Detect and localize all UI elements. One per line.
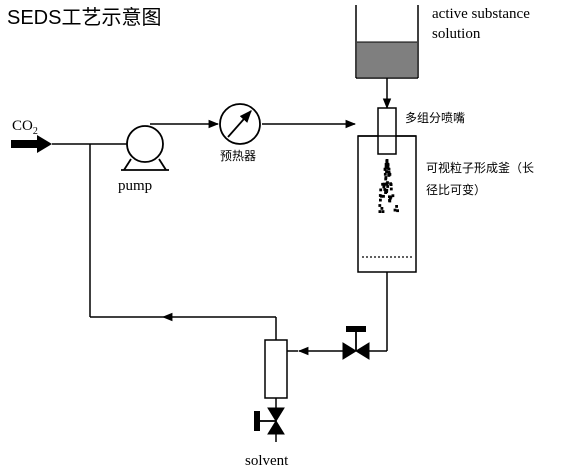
spray-particle — [383, 188, 387, 191]
spray-particle — [388, 173, 392, 176]
pump-icon — [121, 125, 169, 171]
spray-particle — [380, 207, 384, 210]
solvent-valve-icon — [254, 407, 285, 435]
spray-particle — [384, 177, 388, 181]
active-substance-label: active substance — [432, 6, 530, 22]
spray-particle — [378, 204, 382, 207]
spray-particle — [386, 165, 390, 169]
spray-particle — [380, 194, 383, 198]
spray-particle — [384, 182, 388, 186]
co2-subscript: 2 — [32, 126, 38, 137]
spray-particle — [379, 188, 383, 192]
spray-particle — [383, 172, 387, 176]
spray-particle — [387, 171, 391, 174]
spray-particle — [396, 209, 399, 213]
nozzle-label: 多组分喷嘴 — [405, 111, 466, 125]
co2-base-text: CO — [12, 118, 33, 134]
solution-fill — [357, 42, 417, 77]
spray-particle — [391, 194, 395, 198]
spray-particle — [388, 199, 391, 202]
spray-particle — [381, 182, 384, 186]
co2-label: CO2 — [12, 118, 38, 138]
spray-particle — [382, 194, 385, 198]
spray-particle — [389, 183, 393, 186]
spray-particle — [393, 208, 397, 212]
spray-particles — [378, 159, 399, 213]
spray-particle — [385, 190, 388, 194]
pump-label: pump — [118, 178, 153, 194]
spray-particle — [384, 163, 388, 166]
vessel-label-line1: 可视粒子形成釜（长 — [426, 161, 535, 175]
preheater-label: 预热器 — [220, 149, 257, 163]
spray-particle — [385, 170, 388, 173]
vessel-outlet-line — [369, 272, 388, 352]
spray-particle — [382, 185, 386, 189]
spray-particle — [378, 210, 382, 213]
spray-particle — [389, 187, 393, 191]
preheater-gauge-icon — [219, 103, 261, 145]
spray-particle — [395, 205, 398, 208]
spray-particle — [386, 185, 390, 188]
recycle-line — [89, 144, 276, 322]
spray-particle — [386, 166, 390, 170]
vessel-label-line2: 径比可变） — [426, 183, 487, 197]
spray-particle — [383, 167, 387, 171]
spray-particle — [384, 176, 388, 179]
nozzle — [377, 107, 397, 155]
solution-reservoir — [355, 5, 419, 79]
spray-particle — [388, 195, 391, 199]
outlet-valve-icon — [342, 326, 370, 360]
co2-main-line — [52, 119, 357, 145]
particle-formation-vessel — [357, 135, 417, 273]
solution-label: solution — [432, 26, 481, 42]
solvent-label: solvent — [245, 453, 289, 469]
diagram-title: SEDS工艺示意图 — [7, 7, 162, 29]
spray-particle — [384, 165, 388, 169]
spray-particle — [379, 198, 382, 202]
spray-particle — [386, 163, 390, 167]
separator — [264, 317, 298, 399]
spray-particle — [385, 159, 389, 163]
co2-inlet-arrow — [11, 135, 52, 153]
spray-particle — [381, 210, 385, 213]
spray-particle — [389, 196, 392, 200]
